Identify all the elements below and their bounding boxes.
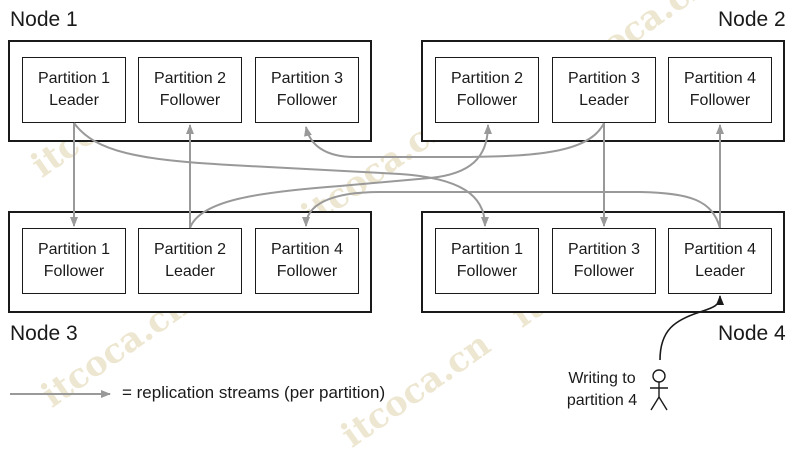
client-label: Writing to partition 4 (560, 368, 644, 412)
node-2-partition-2-follower: Partition 2 Follower (435, 57, 539, 123)
partition-role: Follower (159, 92, 221, 109)
node-1-partition-2-follower: Partition 2 Follower (138, 57, 242, 123)
node-4-partition-3-follower: Partition 3 Follower (552, 228, 656, 294)
node-1-partition-3-follower: Partition 3 Follower (255, 57, 359, 123)
arrow-p3-node2-to-node1 (304, 122, 605, 158)
arrow-p2-node3-to-node2 (189, 124, 492, 229)
partition-name: Partition 1 (37, 70, 111, 87)
partition-name: Partition 2 (153, 241, 227, 258)
node-1-partition-1-leader: Partition 1 Leader (22, 57, 126, 123)
client-label-line-1: Writing to (568, 370, 636, 387)
replication-diagram: itcoca.cn itcoca.cn itcoca.cn itcoca.cn … (8, 0, 786, 456)
partition-role: Follower (276, 92, 338, 109)
node-2-partition-4-follower: Partition 4 Follower (668, 57, 772, 123)
legend-text: = replication streams (per partition) (122, 383, 386, 402)
partition-role: Follower (689, 92, 751, 109)
node-2-label: Node 2 (718, 8, 786, 31)
partition-role: Follower (573, 263, 635, 280)
partition-role: Leader (49, 92, 99, 109)
partition-name: Partition 3 (567, 241, 641, 258)
node-3-partition-4-follower: Partition 4 Follower (255, 228, 359, 294)
replication-arrows (10, 122, 724, 411)
partition-name: Partition 2 (450, 70, 524, 87)
node-2-partition-3-leader: Partition 3 Leader (552, 57, 656, 123)
node-4-partition-1-follower: Partition 1 Follower (435, 228, 539, 294)
partition-name: Partition 1 (37, 241, 111, 258)
arrow-p4-node4-to-node3 (302, 191, 721, 229)
partition-name: Partition 4 (683, 70, 757, 87)
node-3-partition-2-leader: Partition 2 Leader (138, 228, 242, 294)
node-3-label: Node 3 (10, 322, 78, 345)
node-4-partition-4-leader: Partition 4 Leader (668, 228, 772, 294)
partition-role: Follower (276, 263, 338, 280)
partition-role: Follower (456, 92, 518, 109)
partition-name: Partition 1 (450, 241, 524, 258)
arrow-p1-node1-to-node4 (73, 122, 489, 227)
partition-name: Partition 3 (270, 70, 344, 87)
node-3-partition-1-follower: Partition 1 Follower (22, 228, 126, 294)
partition-role: Follower (43, 263, 105, 280)
partition-name: Partition 4 (683, 241, 757, 258)
partition-role: Follower (456, 263, 518, 280)
partition-role: Leader (695, 263, 745, 280)
node-4-label: Node 4 (718, 322, 786, 345)
person-icon (650, 369, 668, 411)
client-write-arrow (659, 295, 724, 361)
partition-role: Leader (579, 92, 629, 109)
partition-name: Partition 4 (270, 241, 344, 258)
partition-role: Leader (165, 263, 215, 280)
node-1-label: Node 1 (10, 8, 78, 31)
partition-name: Partition 2 (153, 70, 227, 87)
partition-name: Partition 3 (567, 70, 641, 87)
client-label-line-2: partition 4 (566, 392, 638, 409)
